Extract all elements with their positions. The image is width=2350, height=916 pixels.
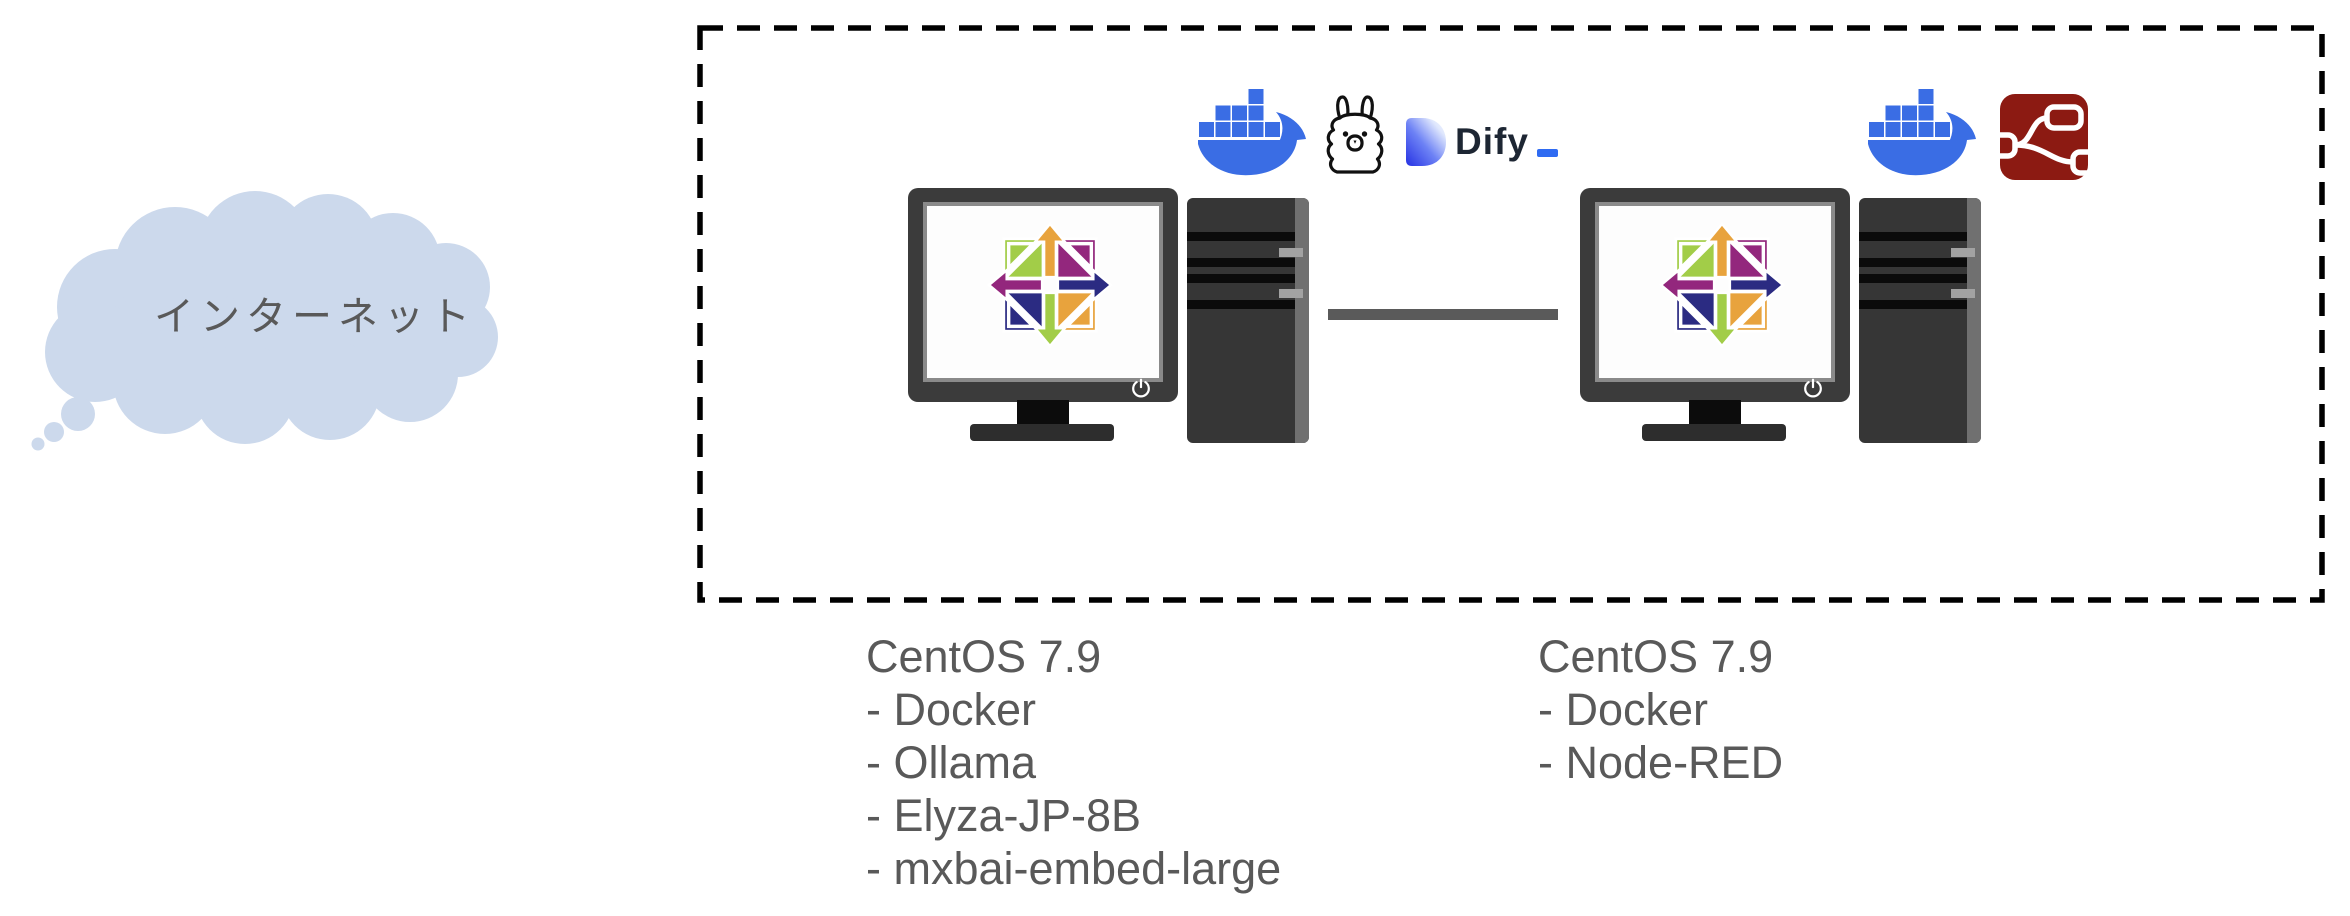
left-machine-spec-list: CentOS 7.9 - Docker - Ollama - Elyza-JP-… [866, 630, 1281, 895]
spec-line: CentOS 7.9 [866, 631, 1102, 682]
power-icon [1804, 378, 1822, 398]
internet-label: インターネット [154, 295, 476, 339]
left-monitor-screen [923, 202, 1163, 382]
tower-vent [1859, 232, 1967, 241]
tower-drive-button [1279, 289, 1303, 298]
network-connector-line [1328, 309, 1558, 320]
docker-icon [1198, 89, 1306, 176]
spec-line: - mxbai-embed-large [866, 843, 1282, 894]
internet-cloud-shape [31, 191, 498, 451]
tower-drive-button [1951, 289, 1975, 298]
centos-logo [987, 222, 1113, 348]
tower-side-panel [1967, 198, 1981, 443]
tower-vent [1187, 258, 1295, 267]
right-monitor [1580, 188, 1850, 402]
spec-line: - Elyza-JP-8B [866, 790, 1142, 841]
right-monitor-base [1642, 424, 1786, 441]
left-monitor-stand [1017, 400, 1069, 426]
left-server-tower [1187, 198, 1309, 443]
centos-logo [1659, 222, 1785, 348]
dify-logo-mark [1406, 118, 1446, 166]
dify-wordmark: Dify [1455, 121, 1529, 162]
tower-vent [1859, 258, 1967, 267]
right-monitor-screen [1595, 202, 1835, 382]
spec-line: - Docker [866, 684, 1037, 735]
left-monitor [908, 188, 1178, 402]
right-monitor-stand [1689, 400, 1741, 426]
right-machine-spec-list: CentOS 7.9 - Docker - Node-RED [1538, 630, 1783, 789]
spec-line: - Docker [1538, 684, 1709, 735]
node-red-icon [2000, 94, 2088, 180]
left-monitor-base [970, 424, 1114, 441]
ollama-icon [1326, 95, 1384, 174]
spec-line: - Ollama [866, 737, 1037, 788]
tower-vent [1187, 274, 1295, 283]
tower-drive-button [1951, 248, 1975, 257]
tower-vent [1187, 300, 1295, 309]
spec-line: CentOS 7.9 [1538, 631, 1774, 682]
right-server-tower [1859, 198, 1981, 443]
tower-vent [1859, 274, 1967, 283]
power-icon [1132, 378, 1150, 398]
tower-vent [1187, 232, 1295, 241]
spec-line: - Node-RED [1538, 737, 1784, 788]
tower-vent [1859, 300, 1967, 309]
lan-boundary-dashed-box [697, 25, 2325, 603]
docker-icon [1868, 89, 1976, 176]
tower-side-panel [1295, 198, 1309, 443]
tower-drive-button [1279, 248, 1303, 257]
dify-underscore-accent [1537, 149, 1558, 157]
